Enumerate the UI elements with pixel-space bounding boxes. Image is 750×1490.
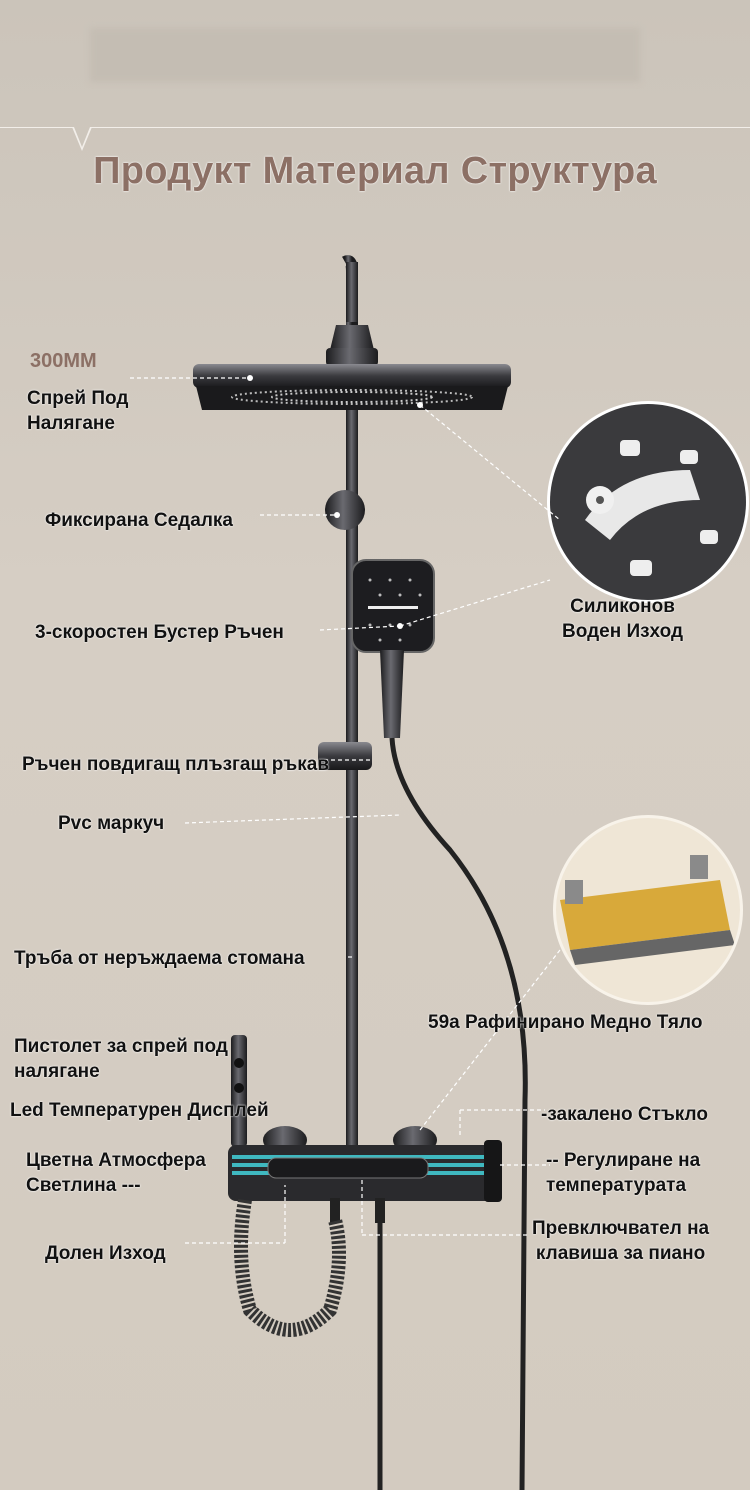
- coiled-hose: [234, 1198, 346, 1337]
- label-pvc-hose: Pvc маркуч: [58, 813, 165, 834]
- label-tempered-glass: -закалено Стъкло: [541, 1104, 708, 1125]
- top-shower-head: [193, 364, 511, 410]
- thermostatic-mixer: [228, 1126, 502, 1223]
- label-led-display: Led Температурен Дисплей: [10, 1100, 269, 1121]
- label-booster-hand: 3-скоростен Бустер Ръчен: [35, 622, 284, 643]
- hand-shower: [351, 559, 435, 738]
- leader-lines: [130, 377, 561, 1244]
- blurred-banner: [90, 28, 640, 82]
- copper-body-inset: [556, 818, 740, 1002]
- pvc-hose: [389, 737, 528, 1490]
- silicone-outlet-inset: [550, 404, 746, 600]
- sliding-sleeve: [318, 742, 372, 770]
- label-bottom-outlet: Долен Изход: [45, 1243, 166, 1264]
- label-steel-pipe: Тръба от неръждаема стомана: [14, 948, 305, 969]
- fixed-seat: [325, 490, 365, 530]
- label-fixed-seat: Фиксирана Седалка: [45, 510, 233, 531]
- label-sliding-sleeve: Ръчен повдигащ плъзгащ ръкав: [22, 754, 330, 775]
- dimension-label: 300MM: [30, 350, 97, 372]
- divider-line: [0, 127, 750, 128]
- label-copper-body: 59a Рафинирано Медно Тяло: [428, 1012, 703, 1033]
- page-title: Продукт Материал Структура: [93, 150, 657, 192]
